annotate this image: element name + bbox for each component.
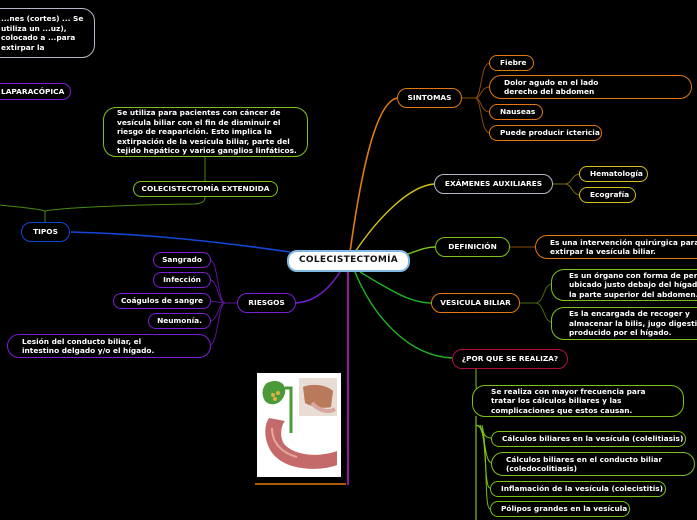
sintoma-ictericia[interactable]: Puede producir ictericia [489, 125, 602, 141]
sintoma-dolor-label: Dolor agudo en el lado derecho del abdom… [504, 77, 599, 97]
node-laparoscopica-label: LAPARACÓPICA [1, 86, 65, 96]
motivo-polipos[interactable]: Pólipos grandes en la vesícula [490, 501, 630, 517]
motivo-coledocolitiasis-label: Cálculos biliares en el conducto biliar … [506, 454, 663, 474]
examen-ecografia-label: Ecografía [590, 190, 630, 200]
motivo-coledocolitiasis[interactable]: Cálculos biliares en el conducto biliar … [491, 452, 695, 476]
extendida-description-text: Se utiliza para pacientes con cáncer de … [117, 108, 297, 156]
laparoscopica-description[interactable]: ...nes (cortes) ... Se utiliza un ...uz)… [0, 8, 95, 58]
node-definicion[interactable]: DEFINICIÓN [435, 237, 510, 257]
gallbladder-anatomy-image [257, 373, 341, 477]
laparoscopica-description-text: ...nes (cortes) ... Se utiliza un ...uz)… [1, 14, 84, 52]
sintoma-nauseas-label: Nauseas [500, 107, 536, 117]
riesgo-neumonia[interactable]: Neumonía. [148, 313, 211, 329]
motivo-colelitiasis-label: Cálculos biliares en la vesícula (coleli… [502, 434, 684, 444]
riesgo-sangrado[interactable]: Sangrado [153, 252, 211, 268]
motivo-colelitiasis[interactable]: Cálculos biliares en la vesícula (coleli… [491, 431, 686, 447]
sintoma-fiebre[interactable]: Fiebre [489, 55, 534, 71]
vesicula-descripcion-1-text: Es un órgano con forma de pera ubicado j… [569, 270, 697, 299]
sintoma-nauseas[interactable]: Nauseas [489, 104, 543, 120]
riesgo-neumonia-label: Neumonía. [157, 316, 202, 326]
node-tipos-label: TIPOS [33, 227, 58, 237]
node-vesicula-biliar[interactable]: VESICULA BILIAR [431, 293, 520, 313]
node-colecistectomia-extendida-label: COLECISTECTOMÍA EXTENDIDA [141, 184, 270, 194]
node-tipos[interactable]: TIPOS [21, 222, 70, 242]
node-examenes-label: EXÁMENES AUXILIARES [444, 179, 543, 189]
node-vesicula-label: VESICULA BILIAR [440, 298, 511, 308]
riesgo-lesion[interactable]: Lesión del conducto biliar, el intestino… [7, 334, 211, 358]
examen-ecografia[interactable]: Ecografía [579, 187, 636, 203]
node-sintomas[interactable]: SINTOMAS [397, 88, 462, 108]
node-colecistectomia-extendida[interactable]: COLECISTECTOMÍA EXTENDIDA [133, 181, 278, 197]
examen-hematologia-label: Hematología [590, 169, 643, 179]
gallbladder-illustration [257, 373, 341, 477]
motivo-colecistitis-label: Inflamación de la vesícula (colecistitis… [501, 484, 664, 494]
node-laparoscopica[interactable]: LAPARACÓPICA [0, 83, 71, 100]
node-por-que-se-realiza[interactable]: ¿POR QUE SE REALIZA? [452, 349, 568, 369]
motivo-colecistitis[interactable]: Inflamación de la vesícula (colecistitis… [490, 481, 666, 497]
examen-hematologia[interactable]: Hematología [579, 166, 648, 182]
vesicula-descripcion-2-text: Es la encargada de recoger y almacenar l… [569, 309, 697, 338]
extendida-description[interactable]: Se utiliza para pacientes con cáncer de … [103, 107, 308, 157]
motivo-polipos-label: Pólipos grandes en la vesícula [501, 504, 628, 514]
node-riesgos[interactable]: RIESGOS [237, 293, 296, 313]
riesgo-sangrado-label: Sangrado [162, 255, 202, 265]
sintoma-dolor[interactable]: Dolor agudo en el lado derecho del abdom… [489, 75, 692, 99]
node-definicion-label: DEFINICIÓN [448, 242, 497, 252]
vesicula-descripcion-2[interactable]: Es la encargada de recoger y almacenar l… [551, 307, 697, 340]
riesgo-coagulos[interactable]: Coágulos de sangre [113, 293, 211, 309]
node-sintomas-label: SINTOMAS [407, 93, 452, 103]
node-por-que-label: ¿POR QUE SE REALIZA? [461, 354, 559, 364]
node-root-colecistectomia[interactable]: COLECISTECTOMÍA [287, 250, 410, 272]
riesgo-coagulos-label: Coágulos de sangre [120, 296, 204, 306]
node-examenes-auxiliares[interactable]: EXÁMENES AUXILIARES [434, 174, 553, 194]
node-riesgos-label: RIESGOS [248, 298, 285, 308]
sintoma-ictericia-label: Puede producir ictericia [500, 128, 600, 138]
root-label: COLECISTECTOMÍA [298, 255, 399, 266]
riesgo-infeccion[interactable]: Infección [153, 272, 211, 288]
porque-descripcion-text: Se realiza con mayor frecuencia para tra… [491, 386, 646, 415]
riesgo-infeccion-label: Infección [163, 275, 201, 285]
definicion-text[interactable]: Es una intervención quirúrgica para exti… [535, 235, 697, 259]
definicion-text-content: Es una intervención quirúrgica para exti… [550, 237, 697, 257]
vesicula-descripcion-1[interactable]: Es un órgano con forma de pera ubicado j… [551, 269, 697, 301]
porque-descripcion[interactable]: Se realiza con mayor frecuencia para tra… [472, 385, 684, 417]
riesgo-lesion-label: Lesión del conducto biliar, el intestino… [22, 336, 155, 356]
sintoma-fiebre-label: Fiebre [500, 58, 527, 68]
